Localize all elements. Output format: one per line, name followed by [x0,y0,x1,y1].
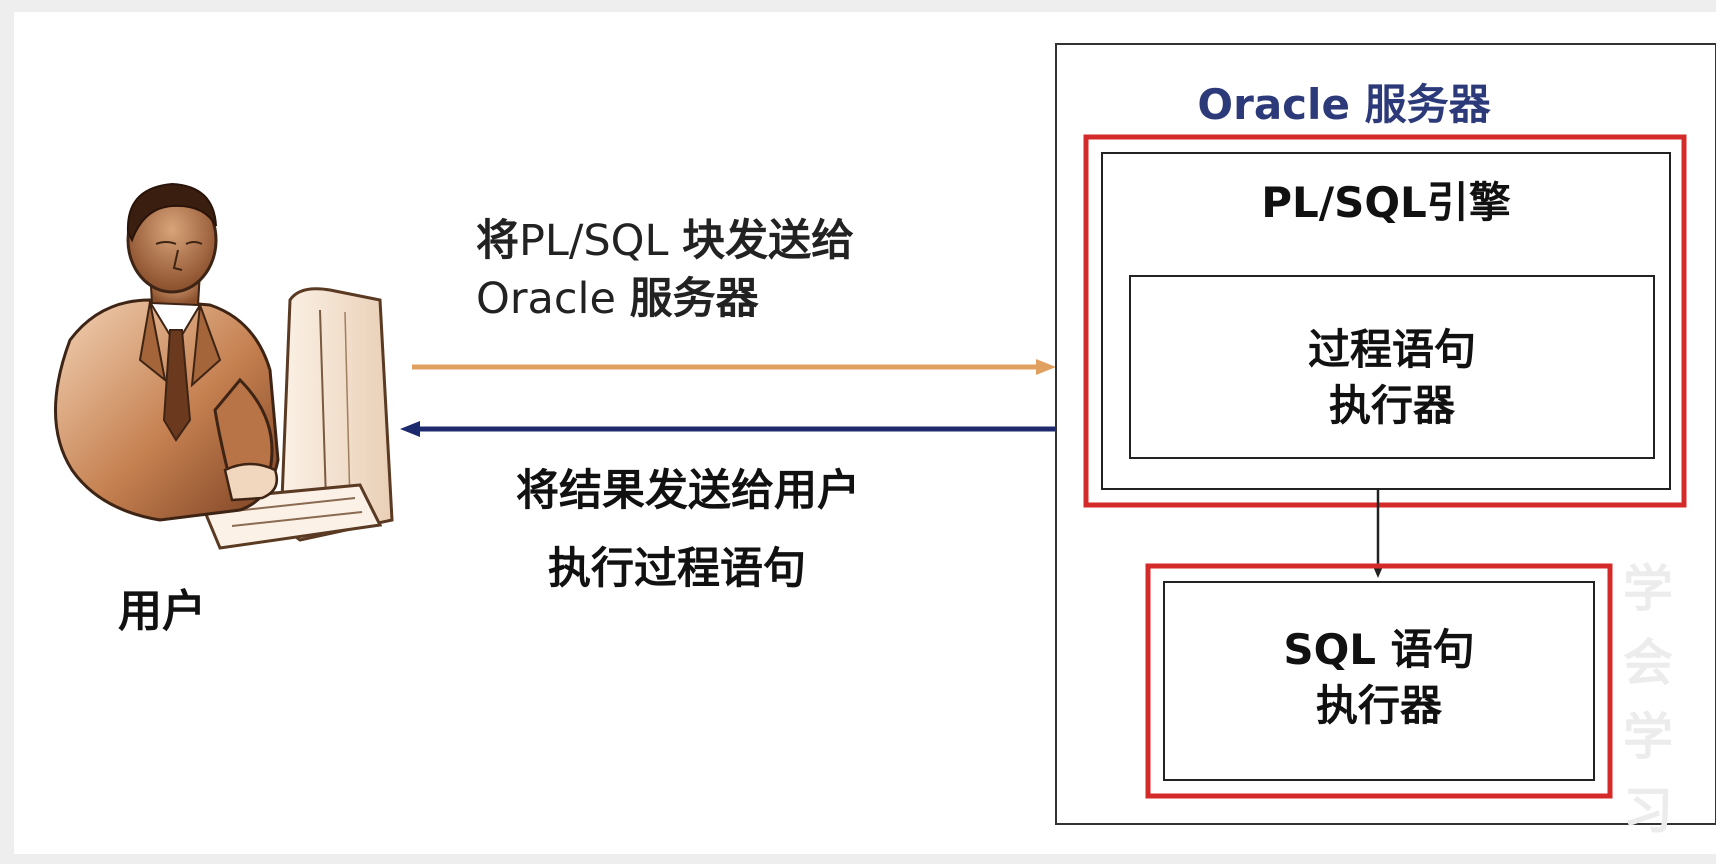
watermark-char: 学 [1623,560,1673,618]
user-label: 用户 [118,586,206,637]
plsql-engine-title: PL/SQL引擎 [1261,178,1511,227]
watermark-char: 习 [1623,782,1673,840]
send-label-suffix: 块发送给 [682,216,855,266]
sql-executor-box [1163,581,1595,781]
oracle-server-title: Oracle 服务器 [1197,80,1491,129]
procedural-executor-line2: 执行器 [1328,381,1455,430]
watermark-char: 会 [1623,634,1673,692]
send-arrow [412,359,1056,375]
send-label-line1: 将PL/SQL 块发送给 [476,212,854,270]
sql-executor-label: SQL 语句 执行器 [1164,622,1594,734]
sql-executor-line2: 执行器 [1315,681,1442,730]
send-plsql-label: 将PL/SQL 块发送给 Oracle 服务器 [476,212,854,328]
procedural-executor-label: 过程语句 执行器 [1130,322,1654,434]
plsql-engine-highlight [1083,134,1687,508]
watermark-char: 学 [1623,708,1673,766]
user-figure-icon [54,182,394,550]
sql-executor-line1: SQL 语句 [1283,625,1475,674]
execute-procedural-label: 执行过程语句 [548,544,806,594]
send-label-plsql: PL/SQL [519,216,683,266]
procedural-executor-line1: 过程语句 [1307,325,1476,374]
return-arrow [400,421,1056,437]
send-label-oracle: Oracle [476,274,630,324]
send-label-prefix: 将 [476,216,519,266]
watermark: 学 会 学 习 [1618,552,1678,848]
procedural-executor-box [1129,275,1655,459]
send-label-server: 服务器 [629,274,759,324]
send-label-line2: Oracle 服务器 [476,270,854,328]
return-result-label: 将结果发送给用户 [516,466,860,516]
sql-executor-highlight [1145,563,1613,799]
